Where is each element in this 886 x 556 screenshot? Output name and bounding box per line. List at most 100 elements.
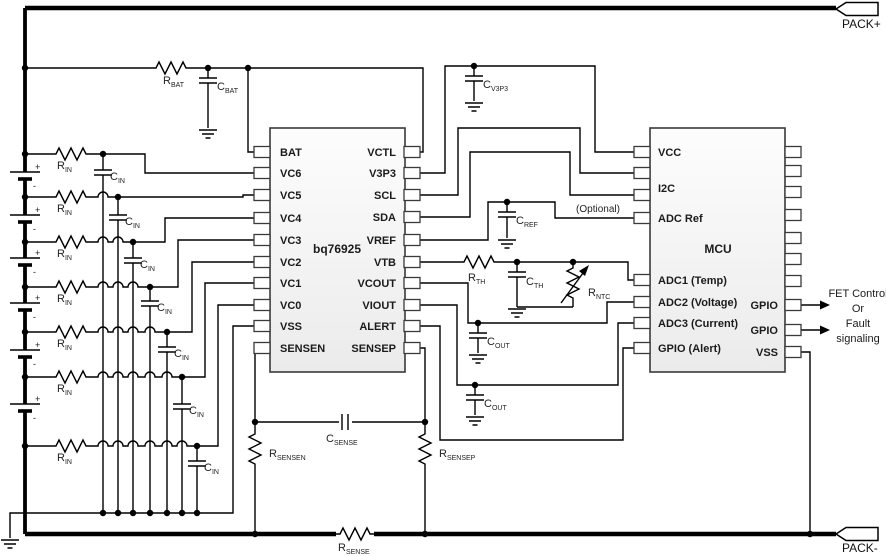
vref-net: CREF (Optional) xyxy=(420,201,634,249)
pin-stub xyxy=(784,298,802,312)
vtb-thermistor-net: RTH CTH RNTC xyxy=(420,255,634,318)
pin-stub xyxy=(784,345,802,359)
pack-minus-rail: PACK- RSENSE xyxy=(25,526,879,556)
pack-minus-label: PACK- xyxy=(842,541,878,555)
pin-stub xyxy=(403,319,421,333)
c-in-label: CIN xyxy=(189,405,204,419)
pin-stub xyxy=(784,323,802,337)
pin-label-sensen: SENSEN xyxy=(280,343,325,355)
pin-label-i2c: I2C xyxy=(658,183,675,195)
pin-label-scl: SCL xyxy=(374,190,396,202)
pin-stub xyxy=(633,341,651,355)
pin-label-alert: ALERT xyxy=(359,321,396,333)
pin-label-sda: SDA xyxy=(373,212,396,224)
mcu-chip: VCC I2C ADC Ref ADC1 (Temp) ADC2 (Voltag… xyxy=(633,127,802,373)
c-bat-label: CBAT xyxy=(217,81,239,95)
fet-note-line3: Fault xyxy=(846,318,870,330)
alert-net xyxy=(420,325,634,441)
pin-label-vss: VSS xyxy=(280,321,302,333)
fet-note-line1: FET Control xyxy=(828,288,886,300)
pin-stub xyxy=(633,273,651,287)
sda-net xyxy=(420,151,634,218)
r-ntc-label: RNTC xyxy=(588,287,610,301)
pin-label-vcout: VCOUT xyxy=(358,278,397,290)
c-in-label: CIN xyxy=(174,348,189,362)
pin-label-vref: VREF xyxy=(367,235,397,247)
pin-label-adc3: ADC3 (Current) xyxy=(658,318,738,330)
pack-minus-tag xyxy=(834,526,879,542)
pin-stub xyxy=(403,210,421,224)
c-in-label: CIN xyxy=(140,259,155,273)
c-in-label: CIN xyxy=(125,216,140,230)
bq76925-chip: BAT VC6 VC5 VC4 VC3 VC2 VC1 VC0 VSS SENS… xyxy=(253,127,421,373)
pin-stub xyxy=(784,252,802,266)
c-ref-label: CREF xyxy=(516,215,538,229)
pin-stub xyxy=(403,298,421,312)
pin-label-vcc: VCC xyxy=(658,147,681,159)
pin-label-sensep: SENSEP xyxy=(351,343,396,355)
pack-plus-label: PACK+ xyxy=(842,17,881,31)
pin-stub xyxy=(253,341,271,355)
c-out-label: COUT xyxy=(484,398,507,412)
pin-stub xyxy=(253,255,271,269)
pin-stub xyxy=(633,166,651,180)
r-in-label: RIN xyxy=(57,248,72,262)
pin-stub xyxy=(253,233,271,247)
battery-stack xyxy=(8,8,43,534)
pin-label-vc2: VC2 xyxy=(280,257,301,269)
c-in-label: CIN xyxy=(204,462,219,476)
vss-ground-bus xyxy=(0,325,254,549)
r-in-label: RIN xyxy=(57,383,72,397)
pin-label-gpio2: GPIO xyxy=(750,325,778,337)
fet-note-line4: signaling xyxy=(836,333,879,345)
r-in-label: RIN xyxy=(57,160,72,174)
pin-stub xyxy=(403,341,421,355)
pin-label-vctl: VCTL xyxy=(367,147,396,159)
cin-columns: CIN CIN CIN CIN CIN CIN CIN xyxy=(93,154,219,513)
pin-stub xyxy=(403,166,421,180)
pin-label-viout: VIOUT xyxy=(362,300,396,312)
pin-stub xyxy=(784,231,802,245)
pack-plus-tag xyxy=(834,1,879,17)
r-sensep-label: RSENSEP xyxy=(439,448,476,462)
pin-label-vc4: VC4 xyxy=(280,213,302,225)
c-in-label: CIN xyxy=(157,302,172,316)
c-sense-label: CSENSE xyxy=(326,433,358,447)
c-out-label: COUT xyxy=(487,336,510,350)
r-in-label: RIN xyxy=(57,338,72,352)
mcu-chip-name: MCU xyxy=(704,242,731,256)
junction-dots xyxy=(21,62,814,538)
r-sensen-label: RSENSEN xyxy=(269,448,306,462)
pin-label-mcu-vss: VSS xyxy=(756,347,778,359)
pin-stub xyxy=(633,188,651,202)
pin-stub xyxy=(253,145,271,159)
pin-stub xyxy=(253,319,271,333)
pin-label-gpio1: GPIO xyxy=(750,300,778,312)
pin-label-vc3: VC3 xyxy=(280,235,301,247)
pin-label-gpio-alert: GPIO (Alert) xyxy=(658,343,721,355)
pin-stub xyxy=(633,295,651,309)
pin-label-vc0: VC0 xyxy=(280,300,301,312)
pin-stub xyxy=(253,276,271,290)
pin-stub xyxy=(403,145,421,159)
v3p3-net: CV3P3 xyxy=(420,65,634,174)
pin-label-v3p3: V3P3 xyxy=(369,168,396,180)
pin-stub xyxy=(403,233,421,247)
c-th-label: CTH xyxy=(526,276,543,290)
pin-label-vc1: VC1 xyxy=(280,278,301,290)
pin-label-bat: BAT xyxy=(280,147,302,159)
fet-note-line2: Or xyxy=(852,303,865,315)
pin-stub xyxy=(784,208,802,222)
pin-label-vtb: VTB xyxy=(374,257,396,269)
optional-label: (Optional) xyxy=(576,204,620,215)
c-in-label: CIN xyxy=(110,171,125,185)
r-in-label: RIN xyxy=(57,452,72,466)
pin-label-adc-ref: ADC Ref xyxy=(658,213,703,225)
pin-stub xyxy=(253,298,271,312)
pin-stub xyxy=(403,276,421,290)
scl-net xyxy=(420,127,634,196)
r-th-label: RTH xyxy=(468,272,485,286)
pin-stub xyxy=(784,164,802,178)
mcu-vss-net xyxy=(801,351,811,534)
